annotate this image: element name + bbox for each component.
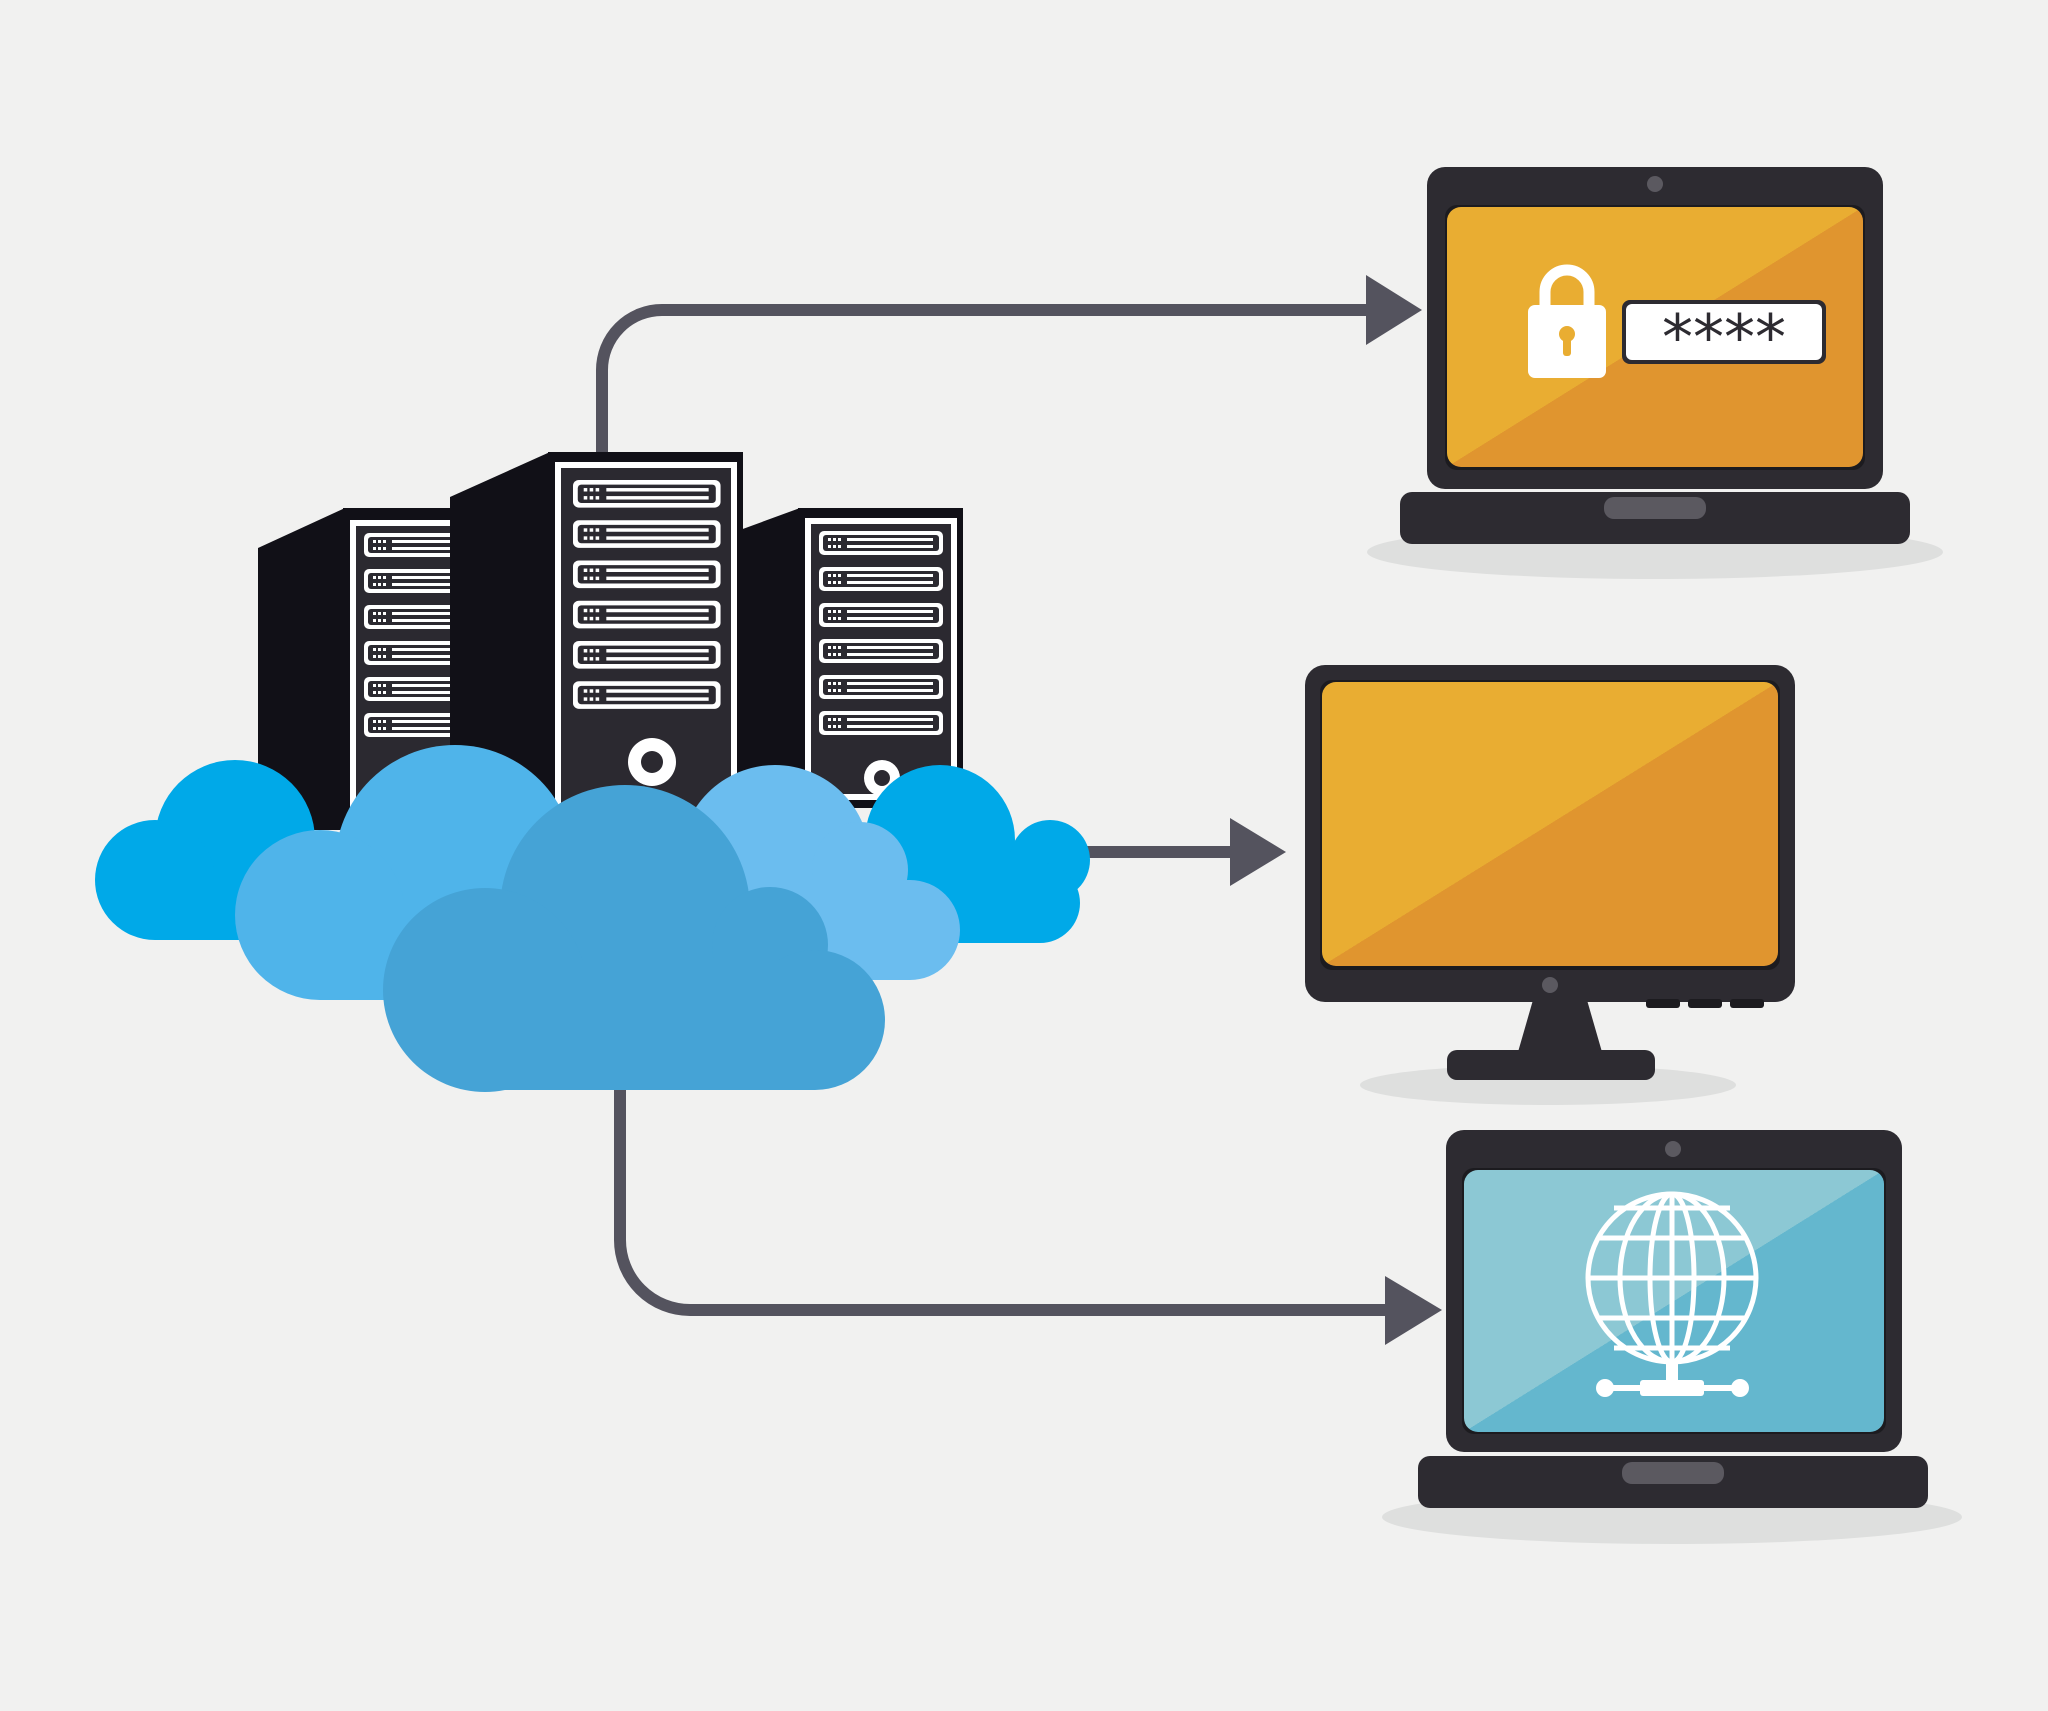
password-mask-text: **** [1662, 301, 1786, 374]
touchpad [1622, 1462, 1724, 1484]
server-center [450, 452, 743, 822]
padlock-icon [1528, 264, 1606, 378]
screen-orange [1322, 682, 1778, 966]
cloud-icon [95, 745, 1090, 1092]
arrowhead-bottom-icon [1385, 1276, 1442, 1345]
password-field[interactable]: **** [1622, 300, 1826, 374]
arrowhead-middle-icon [1230, 818, 1286, 886]
server-right [740, 508, 963, 810]
network-globe-icon [1585, 1191, 1759, 1365]
desktop-monitor [1305, 665, 1795, 1105]
network-node-icon [1596, 1362, 1749, 1397]
connector-line-bottom [614, 1090, 1400, 1316]
server-rack-icon [258, 452, 963, 830]
connector-line-top [596, 304, 1380, 460]
touchpad [1604, 497, 1706, 519]
laptop-bottom [1382, 1130, 1962, 1544]
laptop-top: **** [1367, 167, 1943, 579]
arrowhead-top-icon [1366, 275, 1422, 345]
